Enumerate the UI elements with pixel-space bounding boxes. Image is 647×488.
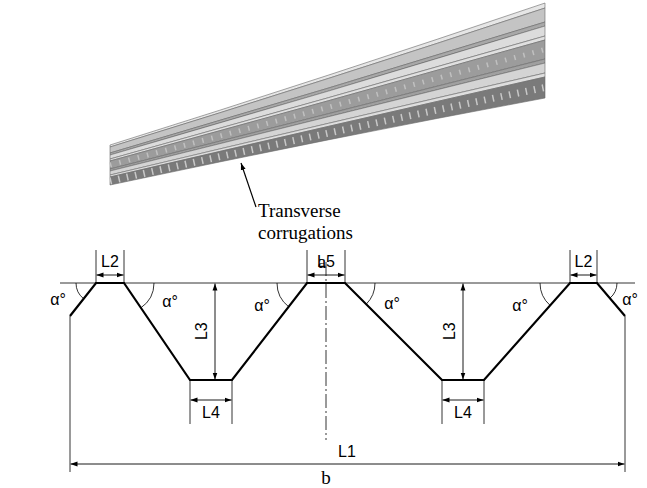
profile-line (70, 283, 625, 380)
dimension-label: L1 (338, 443, 356, 461)
angle-label: α° (254, 297, 270, 315)
angle-label: α° (50, 291, 66, 309)
leader-arrow (241, 163, 256, 207)
dimension-label: L2 (575, 253, 593, 271)
angle-label: α° (512, 297, 528, 315)
dimension-label: L2 (101, 253, 119, 271)
dimension-label: L4 (454, 404, 472, 422)
corrugation-marks (110, 88, 545, 182)
dimension-lines (60, 250, 635, 472)
dimension-arrows (71, 275, 625, 464)
angle-label: α° (622, 291, 638, 309)
subfigure-caption: b (321, 467, 331, 488)
dimension-label: L5 (317, 253, 335, 271)
corrugation-marks (110, 50, 545, 166)
panel-render (110, 3, 545, 185)
callout-text: Transverse corrugations (258, 200, 388, 244)
angle-label: α° (384, 295, 400, 313)
dimension-label: L4 (202, 404, 220, 422)
dimension-label: L3 (193, 322, 211, 340)
angle-label: α° (162, 293, 178, 311)
dimension-label: L3 (441, 322, 459, 340)
